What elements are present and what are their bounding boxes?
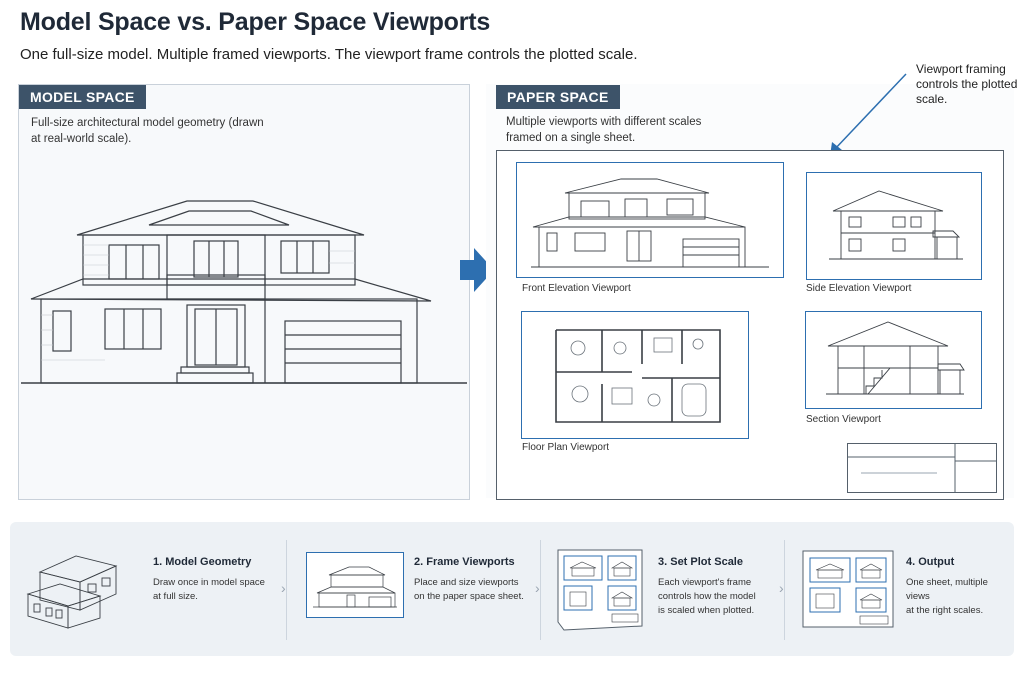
step-divider <box>784 540 785 640</box>
page-subtitle: One full-size model. Multiple framed vie… <box>20 46 638 63</box>
title-block <box>847 443 997 493</box>
front-elevation-label: Front Elevation Viewport <box>522 283 631 294</box>
section-viewport[interactable] <box>805 311 982 409</box>
chevron-right-icon: › <box>535 580 540 596</box>
step-divider <box>286 540 287 640</box>
section-drawing <box>826 321 965 395</box>
output-sheet-icon <box>802 550 894 628</box>
step-2-title: 2. Frame Viewports <box>414 556 515 568</box>
step-3-title: 3. Set Plot Scale <box>658 556 743 568</box>
callout-arrow <box>830 73 907 156</box>
floor-plan-drawing <box>555 329 721 423</box>
step-divider <box>540 540 541 640</box>
front-elevation-viewport[interactable] <box>516 162 784 278</box>
right-arrow-icon <box>460 248 494 292</box>
model-space-panel: MODEL SPACE Full-size architectural mode… <box>18 84 470 500</box>
front-elevation-drawing <box>531 178 769 268</box>
floor-plan-label: Floor Plan Viewport <box>522 442 610 453</box>
viewport-framing-callout: Viewport framing controls the plotted sc… <box>916 62 1018 106</box>
side-elevation-viewport[interactable] <box>806 172 982 280</box>
model-space-description: Full-size architectural model geometry (… <box>31 117 264 145</box>
section-label: Section Viewport <box>806 414 881 425</box>
step-4-title: 4. Output <box>906 556 955 568</box>
step-1-title: 1. Model Geometry <box>153 556 252 568</box>
paper-space-label: PAPER SPACE <box>496 85 620 109</box>
sheet-with-viewports-icon <box>557 549 643 631</box>
model-space-label: MODEL SPACE <box>19 85 146 109</box>
page-title: Model Space vs. Paper Space Viewports <box>20 8 491 36</box>
side-elevation-label: Side Elevation Viewport <box>806 283 912 294</box>
frame-viewport-icon <box>306 552 404 618</box>
chevron-right-icon: › <box>281 580 286 596</box>
paper-space-description: Multiple viewports with different scales… <box>506 116 702 144</box>
workflow-steps: 1. Model Geometry Draw once in model spa… <box>10 522 1014 656</box>
house-model-drawing <box>21 200 467 384</box>
floor-plan-viewport[interactable] <box>521 311 749 439</box>
side-elevation-drawing <box>829 190 963 260</box>
isometric-house-icon <box>26 555 118 629</box>
chevron-right-icon: › <box>779 580 784 596</box>
